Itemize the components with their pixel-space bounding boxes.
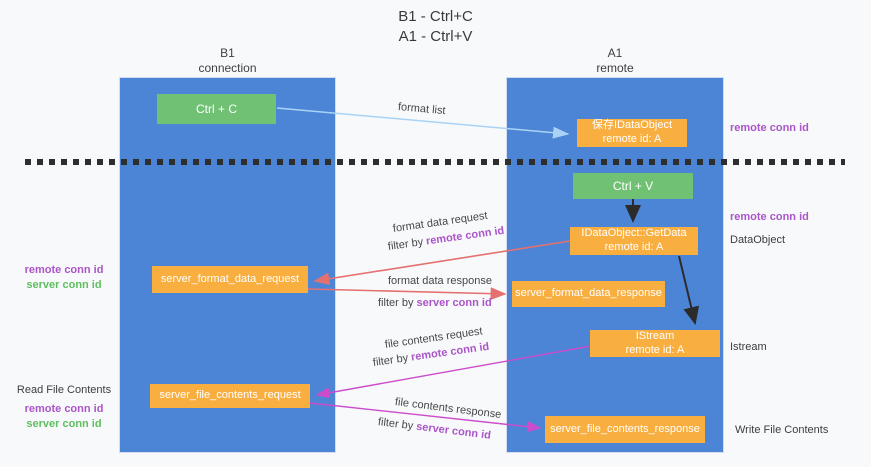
node-server-format-data-request: server_format_data_request	[152, 266, 308, 293]
title-line-b1: B1 - Ctrl+C	[398, 8, 473, 25]
node-ctrl-c: Ctrl + C	[157, 94, 276, 124]
lane-a1-role: remote	[596, 61, 634, 75]
node-getdata-line1: IDataObject::GetData	[581, 227, 687, 240]
filter-by-text: filter by	[372, 352, 409, 369]
node-save-idataobject-line2: remote id: A	[602, 133, 662, 145]
edge-label-format-data-response: format data response	[388, 275, 492, 287]
node-idataobject-getdata: IDataObject::GetData remote id: A	[570, 227, 698, 255]
filter-by-text: filter by	[377, 416, 414, 433]
arrow-format-data-response	[307, 287, 507, 301]
node-istream-line1: IStream	[635, 329, 675, 342]
lane-b1-role: connection	[198, 61, 257, 75]
label-remote-conn-id-left-1: remote conn id	[24, 264, 104, 276]
filter-by-text: filter by	[387, 236, 424, 253]
node-ctrl-c-label: Ctrl + C	[195, 101, 237, 116]
node-server-file-contents-response-label: server_file_contents_response	[550, 422, 700, 435]
node-server-file-contents-request: server_file_contents_request	[150, 384, 310, 408]
label-write-file-contents: Write File Contents	[735, 424, 829, 436]
node-server-format-data-request-label: server_format_data_request	[160, 272, 300, 285]
lane-header-a1: A1 remote	[507, 46, 723, 76]
lane-a1-name: A1	[607, 46, 623, 60]
dashed-separator-line	[25, 159, 845, 165]
diagram-title: B1 - Ctrl+C A1 - Ctrl+V	[0, 7, 871, 48]
node-server-file-contents-request-label: server_file_contents_request	[159, 389, 301, 402]
label-istream: Istream	[730, 341, 767, 353]
label-server-conn-id-left-1: server conn id	[26, 279, 102, 291]
node-server-format-data-response-label: server_format_data_response	[515, 287, 662, 300]
edge-label-file-contents-response: file contents response	[394, 396, 502, 421]
label-dataobject: DataObject	[730, 234, 786, 246]
label-read-file-contents: Read File Contents	[16, 384, 112, 396]
label-remote-conn-id-right-top: remote conn id	[730, 122, 809, 134]
node-getdata-line2: remote id: A	[604, 241, 664, 253]
node-save-idataobject-line1: 保存IDataObject	[591, 119, 673, 132]
server-conn-id-text: server conn id	[415, 420, 492, 442]
label-remote-conn-id-right-mid: remote conn id	[730, 211, 809, 223]
label-remote-conn-id-left-2: remote conn id	[24, 403, 104, 415]
node-save-idataobject: 保存IDataObject remote id: A	[577, 119, 687, 147]
node-server-file-contents-response: server_file_contents_response	[545, 416, 705, 443]
server-conn-id-text: server conn id	[416, 297, 492, 309]
edge-label-format-list: format list	[397, 101, 447, 118]
title-line-a1: A1 - Ctrl+V	[398, 28, 473, 46]
node-istream-line2: remote id: A	[625, 343, 685, 356]
node-server-format-data-response: server_format_data_response	[512, 281, 665, 307]
lane-header-b1: B1 connection	[120, 46, 335, 76]
node-ctrl-v-label: Ctrl + V	[612, 178, 654, 193]
label-server-conn-id-left-2: server conn id	[26, 418, 102, 430]
lane-b1-name: B1	[220, 46, 235, 60]
node-istream: IStream remote id: A	[590, 330, 720, 357]
filter-by-text: filter by	[378, 297, 414, 309]
node-ctrl-v: Ctrl + V	[573, 173, 693, 199]
